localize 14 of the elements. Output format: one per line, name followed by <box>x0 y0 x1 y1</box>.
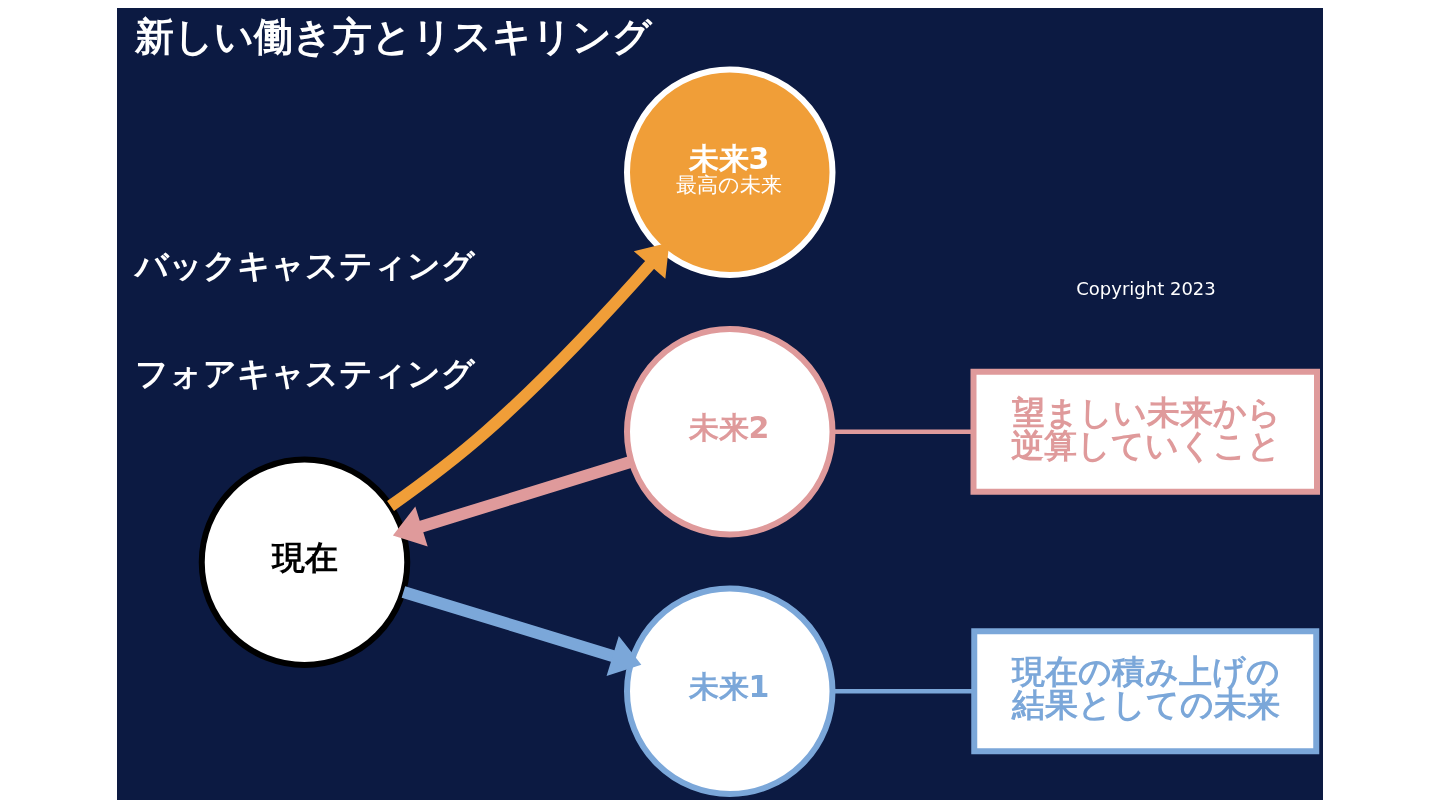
arrow <box>387 242 670 511</box>
connector <box>832 689 974 694</box>
node-circle: 現在 <box>198 456 411 668</box>
label: フォアキャスティング <box>135 353 475 393</box>
connector <box>832 429 974 434</box>
diagram-title: 新しい働き方とリスキリング <box>135 13 652 59</box>
node-circle: 未来2 <box>624 326 836 538</box>
node-box: 現在の積み上げの結果としての未来 <box>971 628 1320 755</box>
label: Copyright 2023 <box>1076 278 1216 300</box>
arrow <box>392 456 633 547</box>
node-box: 望ましい未来から逆算していくこと <box>970 368 1320 495</box>
label: バックキャスティング <box>135 245 475 285</box>
arrow <box>401 586 642 676</box>
node-circle: 未来1 <box>624 585 836 797</box>
